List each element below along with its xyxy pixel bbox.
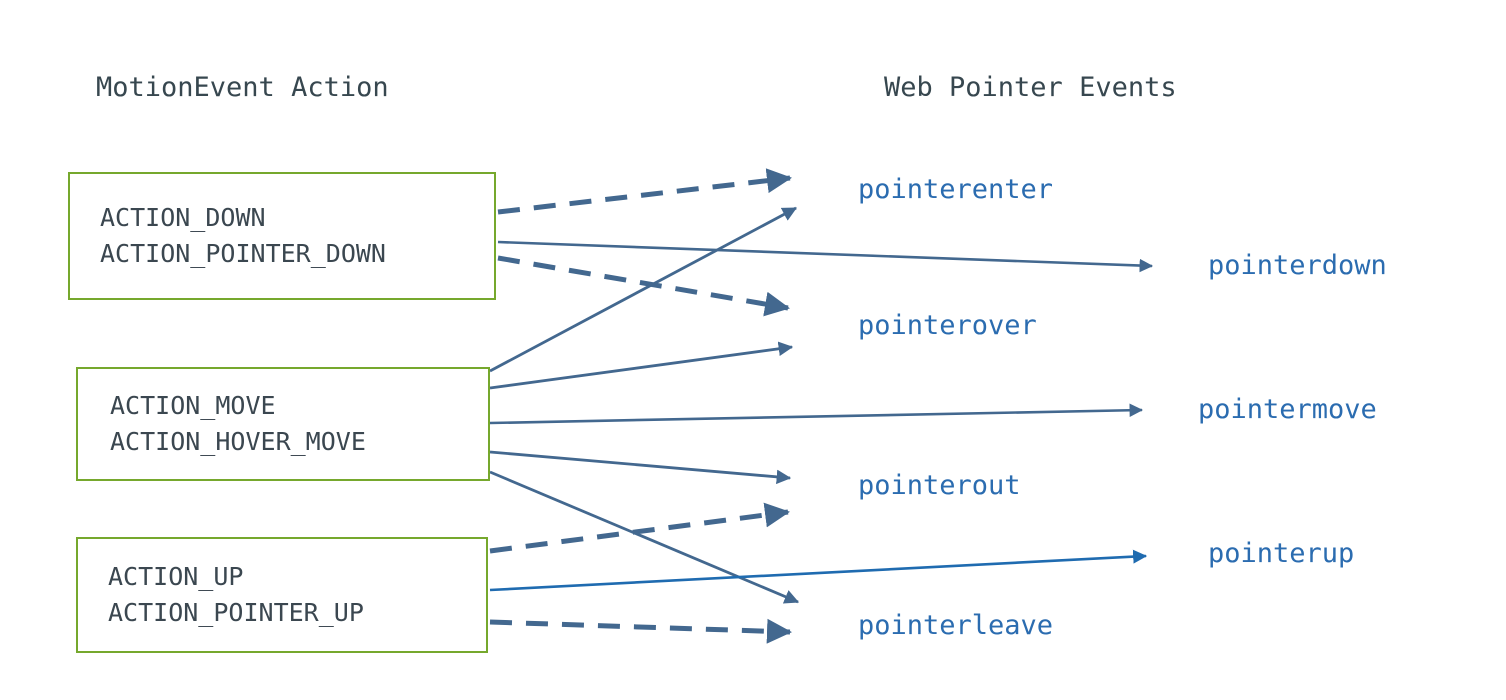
event-label-pointerenter: pointerenter xyxy=(858,174,1054,205)
action-box-down-line-1: ACTION_DOWN xyxy=(100,203,266,232)
event-label-pointerout: pointerout xyxy=(858,470,1021,501)
event-label-pointerup: pointerup xyxy=(1208,538,1355,569)
edge-down-to-pointerdown xyxy=(497,240,1154,273)
action-box-up-line-1: ACTION_UP xyxy=(108,562,244,591)
action-box-move-line-2: ACTION_HOVER_MOVE xyxy=(110,427,366,456)
event-label-pointerover: pointerover xyxy=(858,310,1037,341)
event-label-pointermove: pointermove xyxy=(1198,394,1377,425)
edge-down-to-pointerenter xyxy=(497,168,792,215)
event-label-pointerleave: pointerleave xyxy=(858,610,1054,641)
action-box-down-line-2: ACTION_POINTER_DOWN xyxy=(100,239,386,268)
edge-up-to-pointerout xyxy=(489,502,790,554)
edge-move-to-pointerover xyxy=(489,341,794,390)
event-label-pointerdown: pointerdown xyxy=(1208,250,1387,281)
action-box-up[interactable]: ACTION_UP ACTION_POINTER_UP xyxy=(76,537,488,653)
edge-move-to-pointermove xyxy=(489,403,1144,425)
edge-up-to-pointerleave xyxy=(489,618,792,644)
column-header-motionevent: MotionEvent Action xyxy=(96,72,389,103)
edge-down-to-pointerover xyxy=(497,255,790,317)
action-box-move[interactable]: ACTION_MOVE ACTION_HOVER_MOVE xyxy=(76,367,490,481)
action-box-move-line-1: ACTION_MOVE xyxy=(110,391,276,420)
edge-move-to-pointerout xyxy=(489,450,792,485)
edge-move-to-pointerenter xyxy=(489,206,798,373)
edge-move-to-pointerleave xyxy=(489,470,800,604)
column-header-webpointer: Web Pointer Events xyxy=(884,72,1177,103)
edge-up-to-pointerup xyxy=(489,549,1148,592)
action-box-down[interactable]: ACTION_DOWN ACTION_POINTER_DOWN xyxy=(68,172,496,300)
action-box-up-line-2: ACTION_POINTER_UP xyxy=(108,598,364,627)
